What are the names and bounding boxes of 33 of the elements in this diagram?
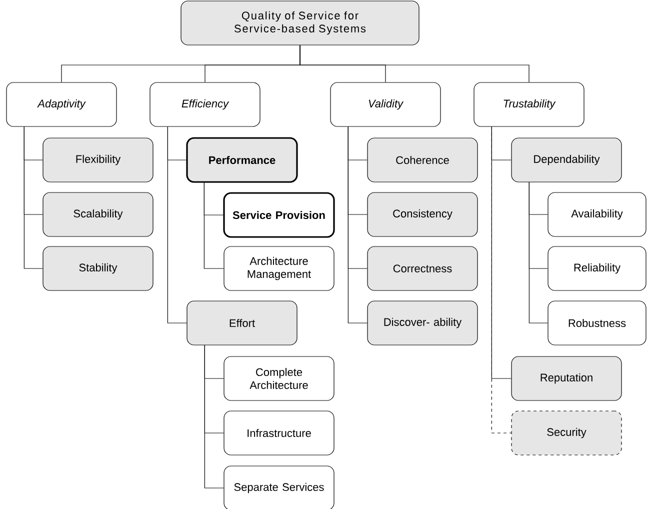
attribute-box: Security	[511, 410, 622, 456]
connector-line	[204, 345, 224, 488]
connector-line	[348, 126, 368, 324]
root-box: Quality of Service for Service-based Systems	[180, 0, 420, 46]
attribute-box: Scalability	[42, 192, 154, 237]
attribute-box: Performance	[186, 137, 298, 183]
attribute-box: Dependability	[511, 138, 622, 182]
category-box: Adaptivity	[6, 82, 117, 127]
attribute-box: Architecture Management	[224, 246, 334, 291]
attribute-box: Robustness	[548, 300, 646, 346]
attribute-box: Reputation	[511, 356, 622, 401]
attribute-box: Separate Services	[224, 466, 334, 509]
connector-line	[300, 45, 530, 82]
attribute-box: Discover- ability	[367, 300, 478, 346]
attribute-box: Infrastructure	[224, 410, 334, 456]
attribute-box: Stability	[42, 246, 154, 291]
attribute-box: Flexibility	[42, 138, 154, 182]
attribute-box: Complete Architecture	[224, 356, 334, 401]
attribute-box: Correctness	[367, 246, 478, 291]
connector-line	[167, 126, 187, 324]
connector-line	[491, 126, 512, 434]
category-box: Validity	[330, 82, 441, 127]
category-box: Efficiency	[150, 82, 260, 127]
attribute-box: Reliability	[548, 246, 646, 291]
attribute-box: Effort	[186, 300, 298, 346]
category-box: Trustability	[474, 82, 584, 127]
attribute-box: Availability	[548, 192, 646, 237]
attribute-box: Coherence	[367, 138, 478, 182]
connector-line	[24, 126, 43, 269]
attribute-box: Consistency	[367, 192, 478, 237]
connector-line	[528, 182, 548, 324]
connector-line	[204, 182, 224, 269]
attribute-box: Service Provision	[223, 192, 335, 238]
